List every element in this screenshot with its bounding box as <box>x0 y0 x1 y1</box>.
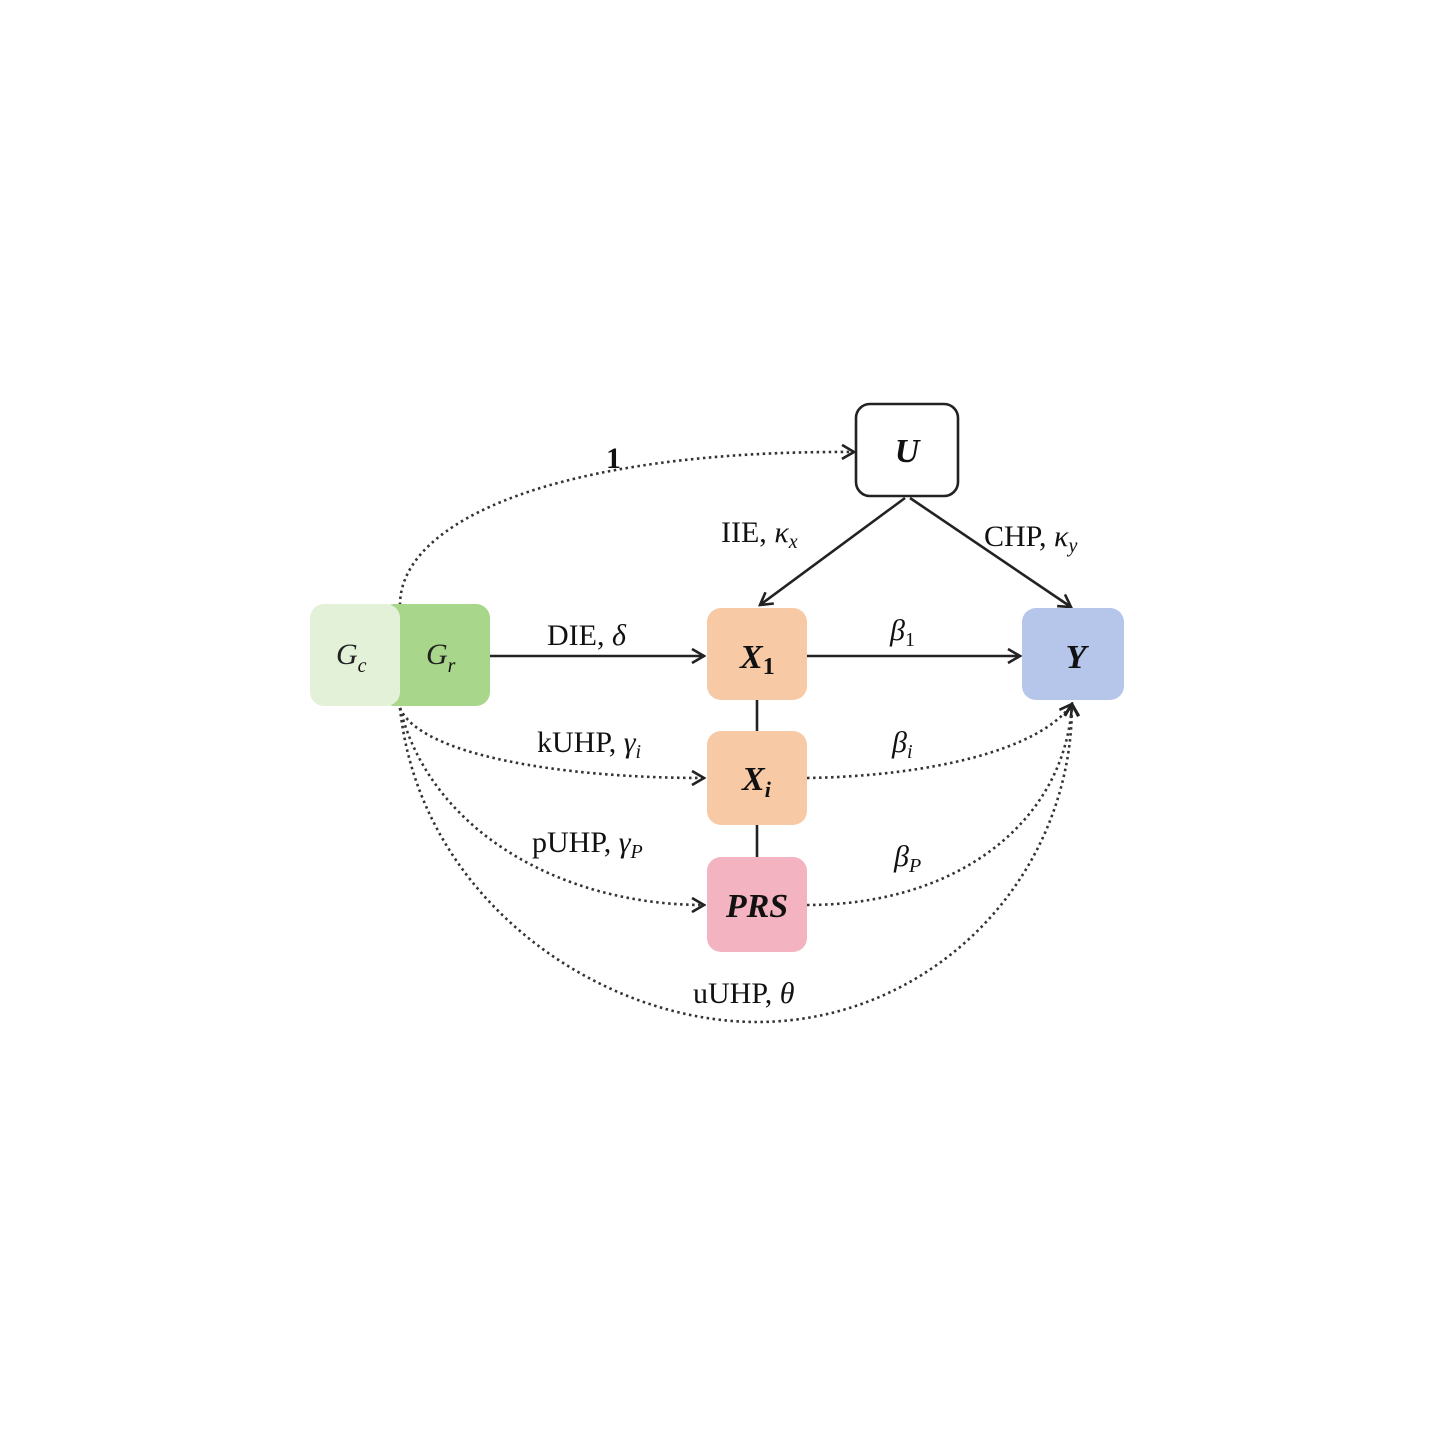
svg-text:U: U <box>895 433 922 470</box>
node-gr-sub: r <box>448 655 456 677</box>
label-u-to-x1: IIE, κx <box>721 516 798 553</box>
label-g-to-u: 1 <box>606 442 621 475</box>
label-g-to-x1: DIE, δ <box>547 619 627 652</box>
node-gc-label: G <box>336 638 358 671</box>
node-gr-label: G <box>426 638 448 671</box>
node-u: U <box>854 402 960 498</box>
node-xi: Xi <box>707 731 807 825</box>
node-gc-sub: c <box>358 655 367 677</box>
node-x1: X1 <box>707 608 807 700</box>
edge-g-to-y <box>398 704 1072 1024</box>
edge-u-to-x1 <box>760 496 906 605</box>
label-g-to-prs: pUHP, γP <box>532 826 643 863</box>
label-xi-to-y: βi <box>891 726 913 763</box>
svg-text:Gr: Gr <box>426 638 456 677</box>
svg-text:Gc: Gc <box>336 638 367 677</box>
label-u-to-y: CHP, κy <box>984 520 1077 557</box>
edge-g-to-xi <box>398 707 704 778</box>
edge-g-to-prs <box>398 707 704 905</box>
edge-g-to-u <box>398 452 854 606</box>
node-prs: PRS <box>707 857 807 952</box>
edge-xi-to-y <box>806 704 1072 780</box>
node-g: Gc Gr <box>310 604 490 706</box>
label-g-to-xi: kUHP, γi <box>537 726 641 763</box>
label-g-to-y: uUHP, θ <box>693 977 795 1010</box>
svg-text:Xi: Xi <box>741 761 772 802</box>
svg-text:X1: X1 <box>739 639 775 680</box>
node-y: Y <box>1022 608 1124 700</box>
edge-prs-to-y <box>806 704 1072 907</box>
edge-u-to-y <box>909 496 1071 607</box>
svg-text:PRS: PRS <box>725 888 788 925</box>
node-gr-box <box>380 604 490 706</box>
label-x1-to-y: β1 <box>889 614 915 651</box>
label-prs-to-y: βP <box>893 840 921 877</box>
node-gc-box <box>310 604 400 706</box>
svg-text:Y: Y <box>1066 639 1090 676</box>
